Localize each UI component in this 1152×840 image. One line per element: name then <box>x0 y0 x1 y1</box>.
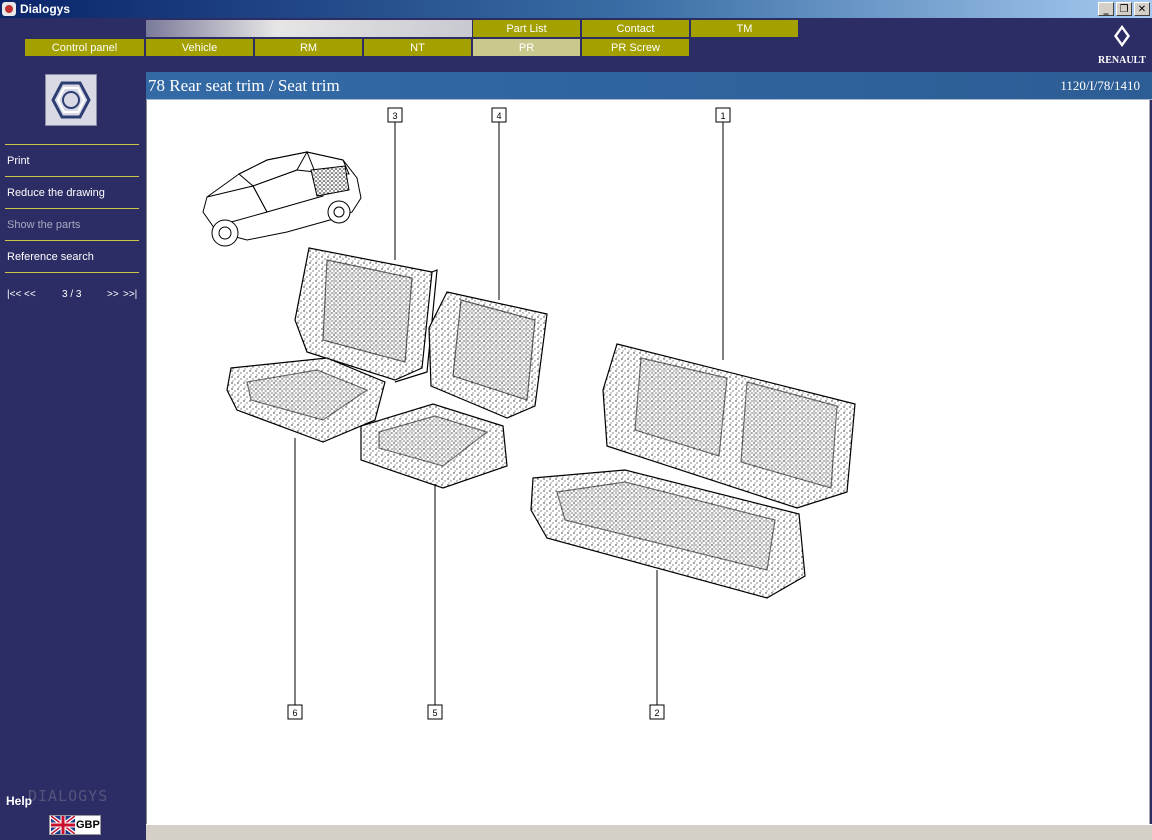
pager-next-button[interactable]: >> <box>107 289 119 300</box>
page-title: 78 Rear seat trim / Seat trim <box>148 76 340 95</box>
print-label: Print <box>7 154 30 167</box>
restore-button[interactable]: ❐ <box>1116 2 1132 16</box>
tab-tm[interactable]: TM <box>691 20 799 37</box>
callout-2-label: 2 <box>654 708 659 718</box>
callout-5-label: 5 <box>432 708 437 718</box>
window-title: Dialogys <box>20 2 71 16</box>
tab-contact[interactable]: Contact <box>582 20 690 37</box>
window-controls: _ ❐ ✕ <box>1098 2 1150 16</box>
tab-pr[interactable]: PR <box>473 39 581 56</box>
callout-5[interactable]: 5 <box>427 704 443 720</box>
tab-rm[interactable]: RM <box>255 39 363 56</box>
pager-position: 3 / 3 <box>62 289 82 300</box>
drawing-canvas: 3 4 1 6 5 2 <box>146 100 1150 824</box>
content-header: 78 Rear seat trim / Seat trim 1120/I/78/… <box>146 72 1152 100</box>
tab-part-list[interactable]: Part List <box>473 20 581 37</box>
vehicle-thumbnail <box>202 151 362 247</box>
hexagon-logo-icon <box>45 74 97 126</box>
dialogys-watermark: DIALOGYS <box>28 787 109 805</box>
bench-seat-cushion <box>530 469 806 599</box>
callout-2[interactable]: 2 <box>649 704 665 720</box>
seat-back-right <box>428 291 548 419</box>
tab-vehicle[interactable]: Vehicle <box>146 39 254 56</box>
callout-1-label: 1 <box>720 111 725 121</box>
tab-nt[interactable]: NT <box>364 39 472 56</box>
callout-3-label: 3 <box>392 111 397 121</box>
pager-last-button[interactable]: >>| <box>123 289 138 300</box>
pager: |<< << 3 / 3 >> >>| <box>7 289 139 303</box>
print-button[interactable]: Print <box>5 144 139 176</box>
nav-decor-strip <box>146 20 472 37</box>
exploded-view-drawing: 3 4 1 6 5 2 <box>202 107 856 720</box>
callout-4[interactable]: 4 <box>491 107 507 123</box>
minimize-button[interactable]: _ <box>1098 2 1114 16</box>
uk-flag-icon <box>51 816 75 834</box>
language-selector[interactable]: GBP <box>49 815 101 835</box>
seat-cushion-right <box>360 403 508 489</box>
callout-6[interactable]: 6 <box>287 704 303 720</box>
callout-3[interactable]: 3 <box>387 107 403 123</box>
callout-4-label: 4 <box>496 111 501 121</box>
renault-logo: RENAULT <box>1096 24 1148 68</box>
tab-control-panel[interactable]: Control panel <box>25 39 145 56</box>
sidebar-divider <box>5 272 139 273</box>
bench-seat-back <box>602 343 856 509</box>
close-button[interactable]: ✕ <box>1134 2 1150 16</box>
reduce-drawing-button[interactable]: Reduce the drawing <box>5 176 139 208</box>
brand-wordmark: RENAULT <box>1098 55 1146 66</box>
sidebar: Print Reduce the drawing Show the parts … <box>0 72 146 840</box>
seat-cushion-left <box>226 357 386 443</box>
show-parts-label: Show the parts <box>7 218 81 231</box>
language-code: GBP <box>76 819 100 831</box>
title-bar: Dialogys _ ❐ ✕ <box>0 0 1152 18</box>
pager-first-button[interactable]: |<< <box>7 289 22 300</box>
tab-pr-screw[interactable]: PR Screw <box>582 39 690 56</box>
seat-back-left <box>294 247 438 383</box>
top-navigation: Part List Contact TM Control panel Vehic… <box>0 18 1152 72</box>
reference-search-label: Reference search <box>7 250 94 263</box>
page-reference: 1120/I/78/1410 <box>1060 78 1140 93</box>
help-button[interactable]: Help <box>6 794 33 808</box>
pager-prev-button[interactable]: << <box>24 289 36 300</box>
callout-leaders <box>294 122 724 706</box>
renault-diamond-icon <box>1114 25 1130 47</box>
app-icon <box>2 2 16 16</box>
reduce-drawing-label: Reduce the drawing <box>7 186 105 199</box>
callout-1[interactable]: 1 <box>715 107 731 123</box>
callout-6-label: 6 <box>292 708 297 718</box>
show-parts-button[interactable]: Show the parts <box>5 208 139 240</box>
reference-search-button[interactable]: Reference search <box>5 240 139 272</box>
bottom-status-bar <box>146 824 1152 840</box>
